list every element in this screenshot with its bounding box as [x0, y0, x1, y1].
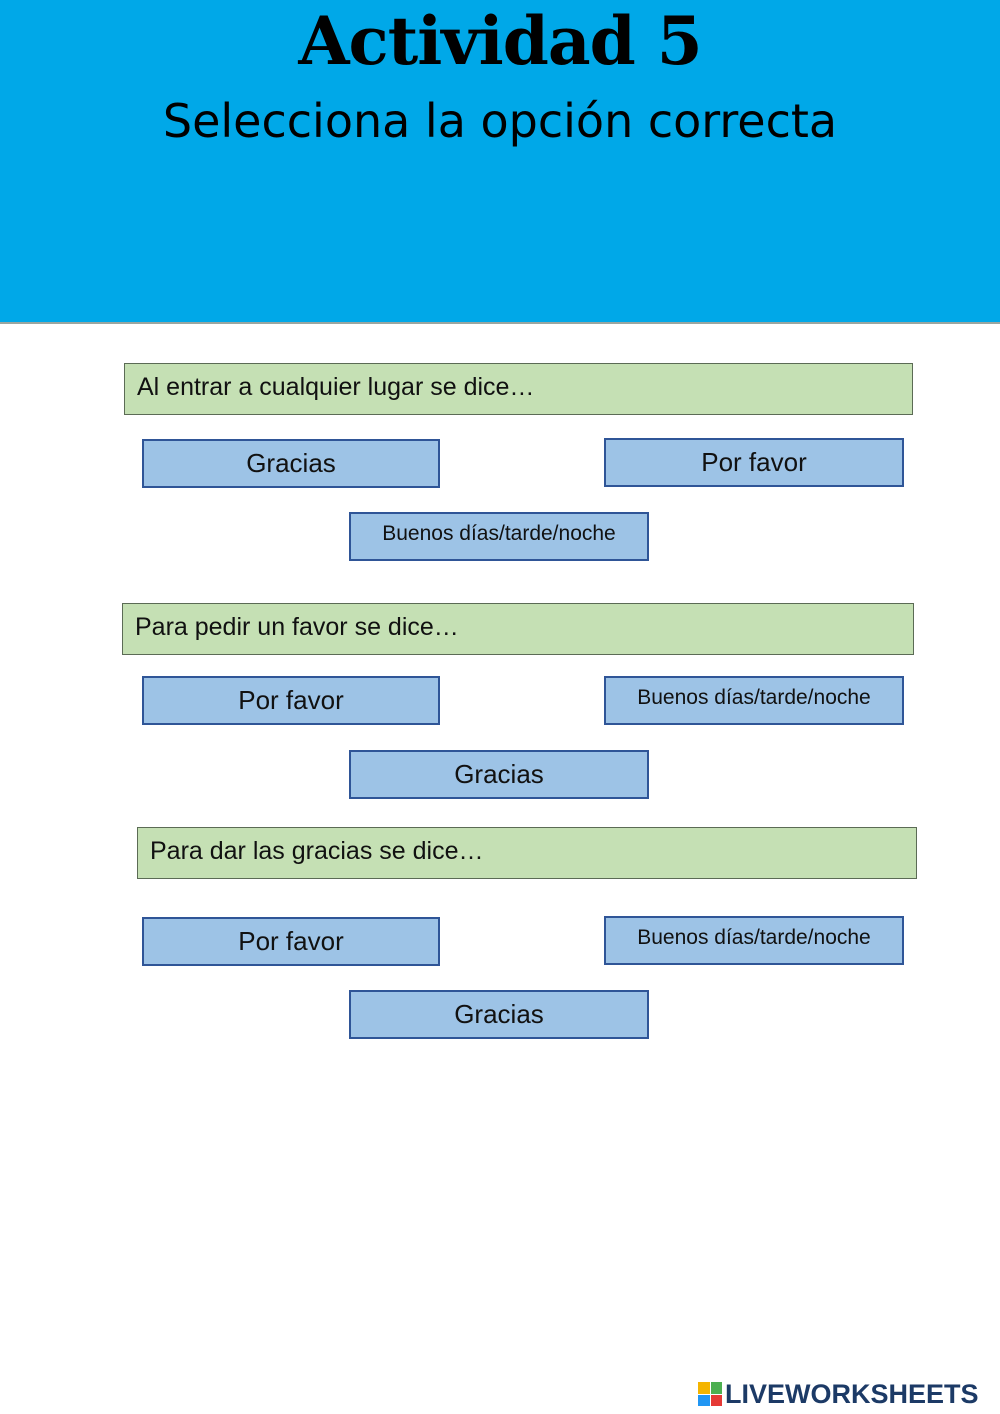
header-banner: Actividad 5 Selecciona la opción correct… — [0, 0, 1000, 324]
liveworksheets-logo-icon — [698, 1382, 722, 1406]
question-1-option-gracias[interactable]: Gracias — [142, 439, 440, 488]
logo-text: LIVEWORKSHEETS — [725, 1378, 979, 1409]
question-3-prompt: Para dar las gracias se dice… — [137, 827, 917, 879]
question-2-option-buenos-dias[interactable]: Buenos días/tarde/noche — [604, 676, 904, 725]
question-2-option-por-favor[interactable]: Por favor — [142, 676, 440, 725]
question-1-option-por-favor[interactable]: Por favor — [604, 438, 904, 487]
question-2-option-gracias[interactable]: Gracias — [349, 750, 649, 799]
question-3-option-buenos-dias[interactable]: Buenos días/tarde/noche — [604, 916, 904, 965]
question-1-prompt: Al entrar a cualquier lugar se dice… — [124, 363, 913, 415]
question-3-option-por-favor[interactable]: Por favor — [142, 917, 440, 966]
page-subtitle: Selecciona la opción correcta — [162, 94, 838, 148]
question-1-option-buenos-dias[interactable]: Buenos días/tarde/noche — [349, 512, 649, 561]
question-3-option-gracias[interactable]: Gracias — [349, 990, 649, 1039]
question-2-prompt: Para pedir un favor se dice… — [122, 603, 914, 655]
page-title: Actividad 5 — [298, 2, 702, 80]
liveworksheets-logo[interactable]: LIVEWORKSHEETS — [698, 1378, 979, 1410]
